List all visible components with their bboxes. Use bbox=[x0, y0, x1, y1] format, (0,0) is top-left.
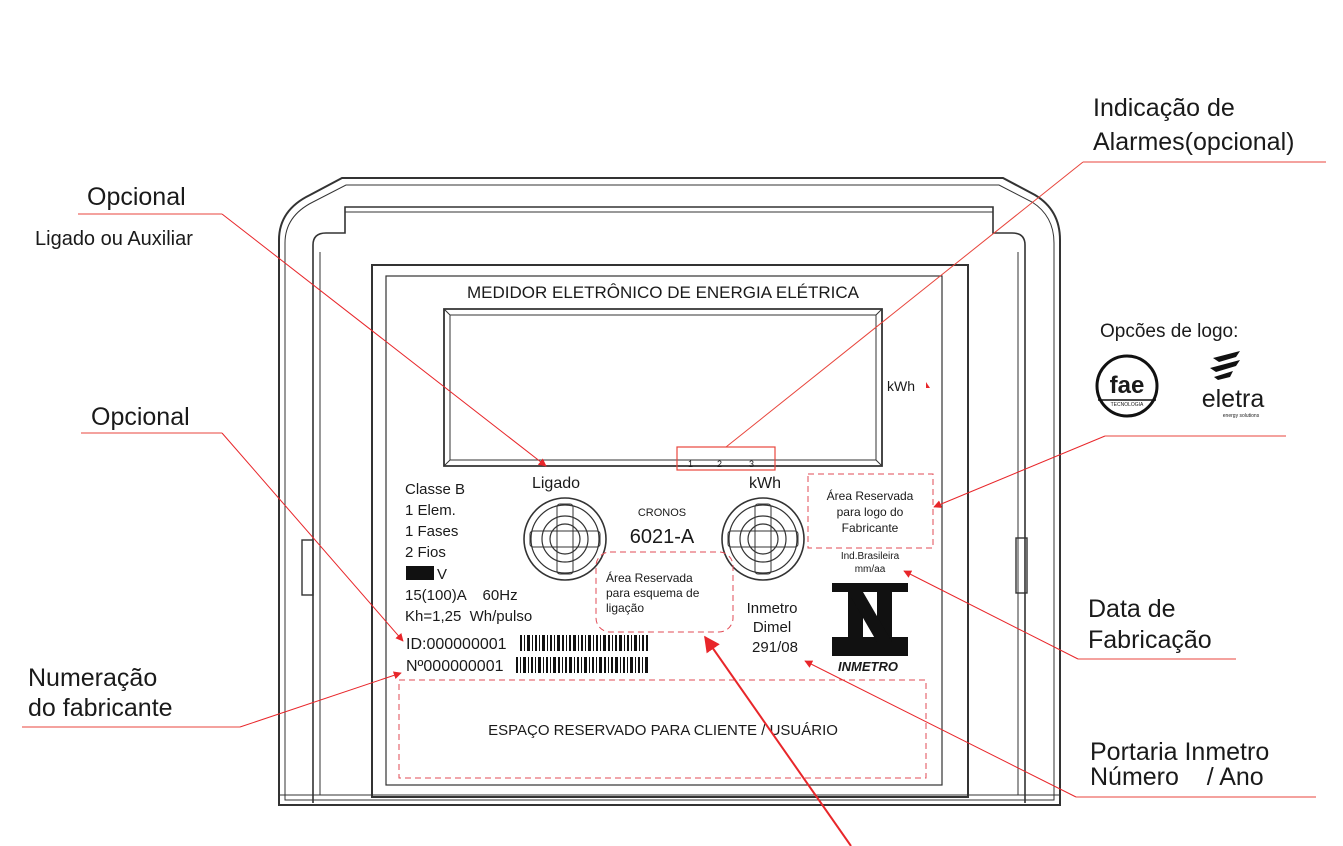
reserved-scheme-line2: para esquema de bbox=[606, 586, 700, 600]
spec-class: Classe B bbox=[405, 481, 465, 498]
callout-opcional-top: Opcional bbox=[87, 183, 186, 211]
meter-housing bbox=[278, 177, 1061, 806]
spec-block: Classe B 1 Elem. 1 Fases 2 Fios V 15(100… bbox=[405, 481, 532, 625]
ligado-indicator bbox=[523, 497, 607, 581]
id-text: ID:000000001 bbox=[406, 636, 507, 653]
callout-opcional-left: Opcional bbox=[91, 403, 190, 431]
reserved-scheme-area bbox=[595, 551, 734, 633]
serial-text: Nº000000001 bbox=[406, 658, 504, 675]
display-unit-label: kWh bbox=[887, 378, 915, 394]
dimel-label: Dimel bbox=[753, 619, 791, 636]
lcd-display bbox=[443, 308, 883, 467]
spec-elements: 1 Elem. bbox=[405, 502, 456, 519]
inmetro-logo bbox=[832, 583, 908, 656]
callout-ligado-auxiliar: Ligado ou Auxiliar bbox=[35, 228, 193, 250]
leader-logo bbox=[933, 435, 1106, 508]
leader-serial bbox=[239, 671, 402, 728]
fae-logo-name: fae bbox=[1110, 372, 1145, 399]
inmetro-label: Inmetro bbox=[747, 600, 798, 617]
callout-portaria-2: Número / Ano bbox=[1090, 763, 1264, 791]
reserved-scheme-line3: ligação bbox=[606, 601, 644, 615]
meter-title: MEDIDOR ELETRÔNICO DE ENERGIA ELÉTRICA bbox=[467, 283, 860, 302]
eletra-mark-icon bbox=[1210, 351, 1240, 380]
mm-aa: mm/aa bbox=[855, 564, 886, 575]
reserved-logo-area bbox=[807, 473, 934, 549]
kwh-label: kWh bbox=[749, 475, 781, 492]
callout-numeracao-2: do fabricante bbox=[28, 694, 173, 722]
spec-wires: 2 Fios bbox=[405, 544, 446, 561]
client-area-label: ESPAÇO RESERVADO PARA CLIENTE / USUÁRIO bbox=[488, 722, 838, 739]
alarm-3: 3 bbox=[749, 459, 754, 469]
leader-ligado bbox=[221, 213, 547, 467]
reserved-logo-line1: Área Reservada bbox=[827, 488, 914, 503]
model-brand: CRONOS bbox=[638, 507, 686, 519]
callout-portaria-1: Portaria Inmetro bbox=[1090, 738, 1269, 766]
ligado-label: Ligado bbox=[532, 475, 580, 492]
portaria-number: 291/08 bbox=[752, 639, 798, 656]
reserved-scheme-line1: Área Reservada bbox=[606, 570, 693, 585]
eletra-logo-name: eletra bbox=[1202, 385, 1265, 413]
model-number: 6021-A bbox=[630, 526, 695, 548]
front-panel bbox=[371, 264, 969, 798]
ind-brasileira: Ind.Brasileira bbox=[841, 551, 900, 562]
fae-logo: fae TECNOLOGIA bbox=[1095, 354, 1159, 418]
reserved-logo-line2: para logo do bbox=[837, 505, 904, 519]
kwh-indicator bbox=[721, 497, 805, 581]
leader-alarmes bbox=[725, 161, 1084, 448]
eletra-logo-sub: energy solutions bbox=[1223, 413, 1260, 419]
voltage-block bbox=[406, 566, 434, 580]
logo-options-title: Opcões de logo: bbox=[1100, 321, 1238, 342]
callout-data-2: Fabricação bbox=[1088, 626, 1212, 654]
callout-alarmes-1: Indicação de bbox=[1093, 94, 1235, 122]
display-unit-marker bbox=[926, 382, 930, 388]
leader-portaria bbox=[804, 660, 1077, 798]
leader-id bbox=[221, 432, 404, 642]
leader-data bbox=[903, 570, 1079, 660]
leader-scheme bbox=[704, 635, 852, 846]
reserved-logo-line3: Fabricante bbox=[842, 521, 899, 535]
spec-phases: 1 Fases bbox=[405, 523, 458, 540]
inmetro-brand: INMETRO bbox=[838, 659, 898, 674]
client-reserved-area bbox=[398, 679, 927, 779]
callout-data-1: Data de bbox=[1088, 595, 1176, 623]
spec-current-frequency: 15(100)A 60Hz bbox=[405, 587, 518, 604]
serial-barcode bbox=[516, 657, 648, 673]
id-barcode bbox=[520, 635, 648, 651]
spec-kh: Kh=1,25 Wh/pulso bbox=[405, 608, 532, 625]
alarm-2: 2 bbox=[717, 459, 722, 469]
spec-voltage: V bbox=[437, 566, 447, 583]
fae-logo-sub: TECNOLOGIA bbox=[1111, 402, 1144, 408]
eletra-logo: eletra energy solutions bbox=[1202, 351, 1265, 419]
alarm-1: 1 bbox=[688, 459, 693, 469]
callout-alarmes-2: Alarmes(opcional) bbox=[1093, 128, 1294, 156]
callout-numeracao-1: Numeração bbox=[28, 664, 157, 692]
